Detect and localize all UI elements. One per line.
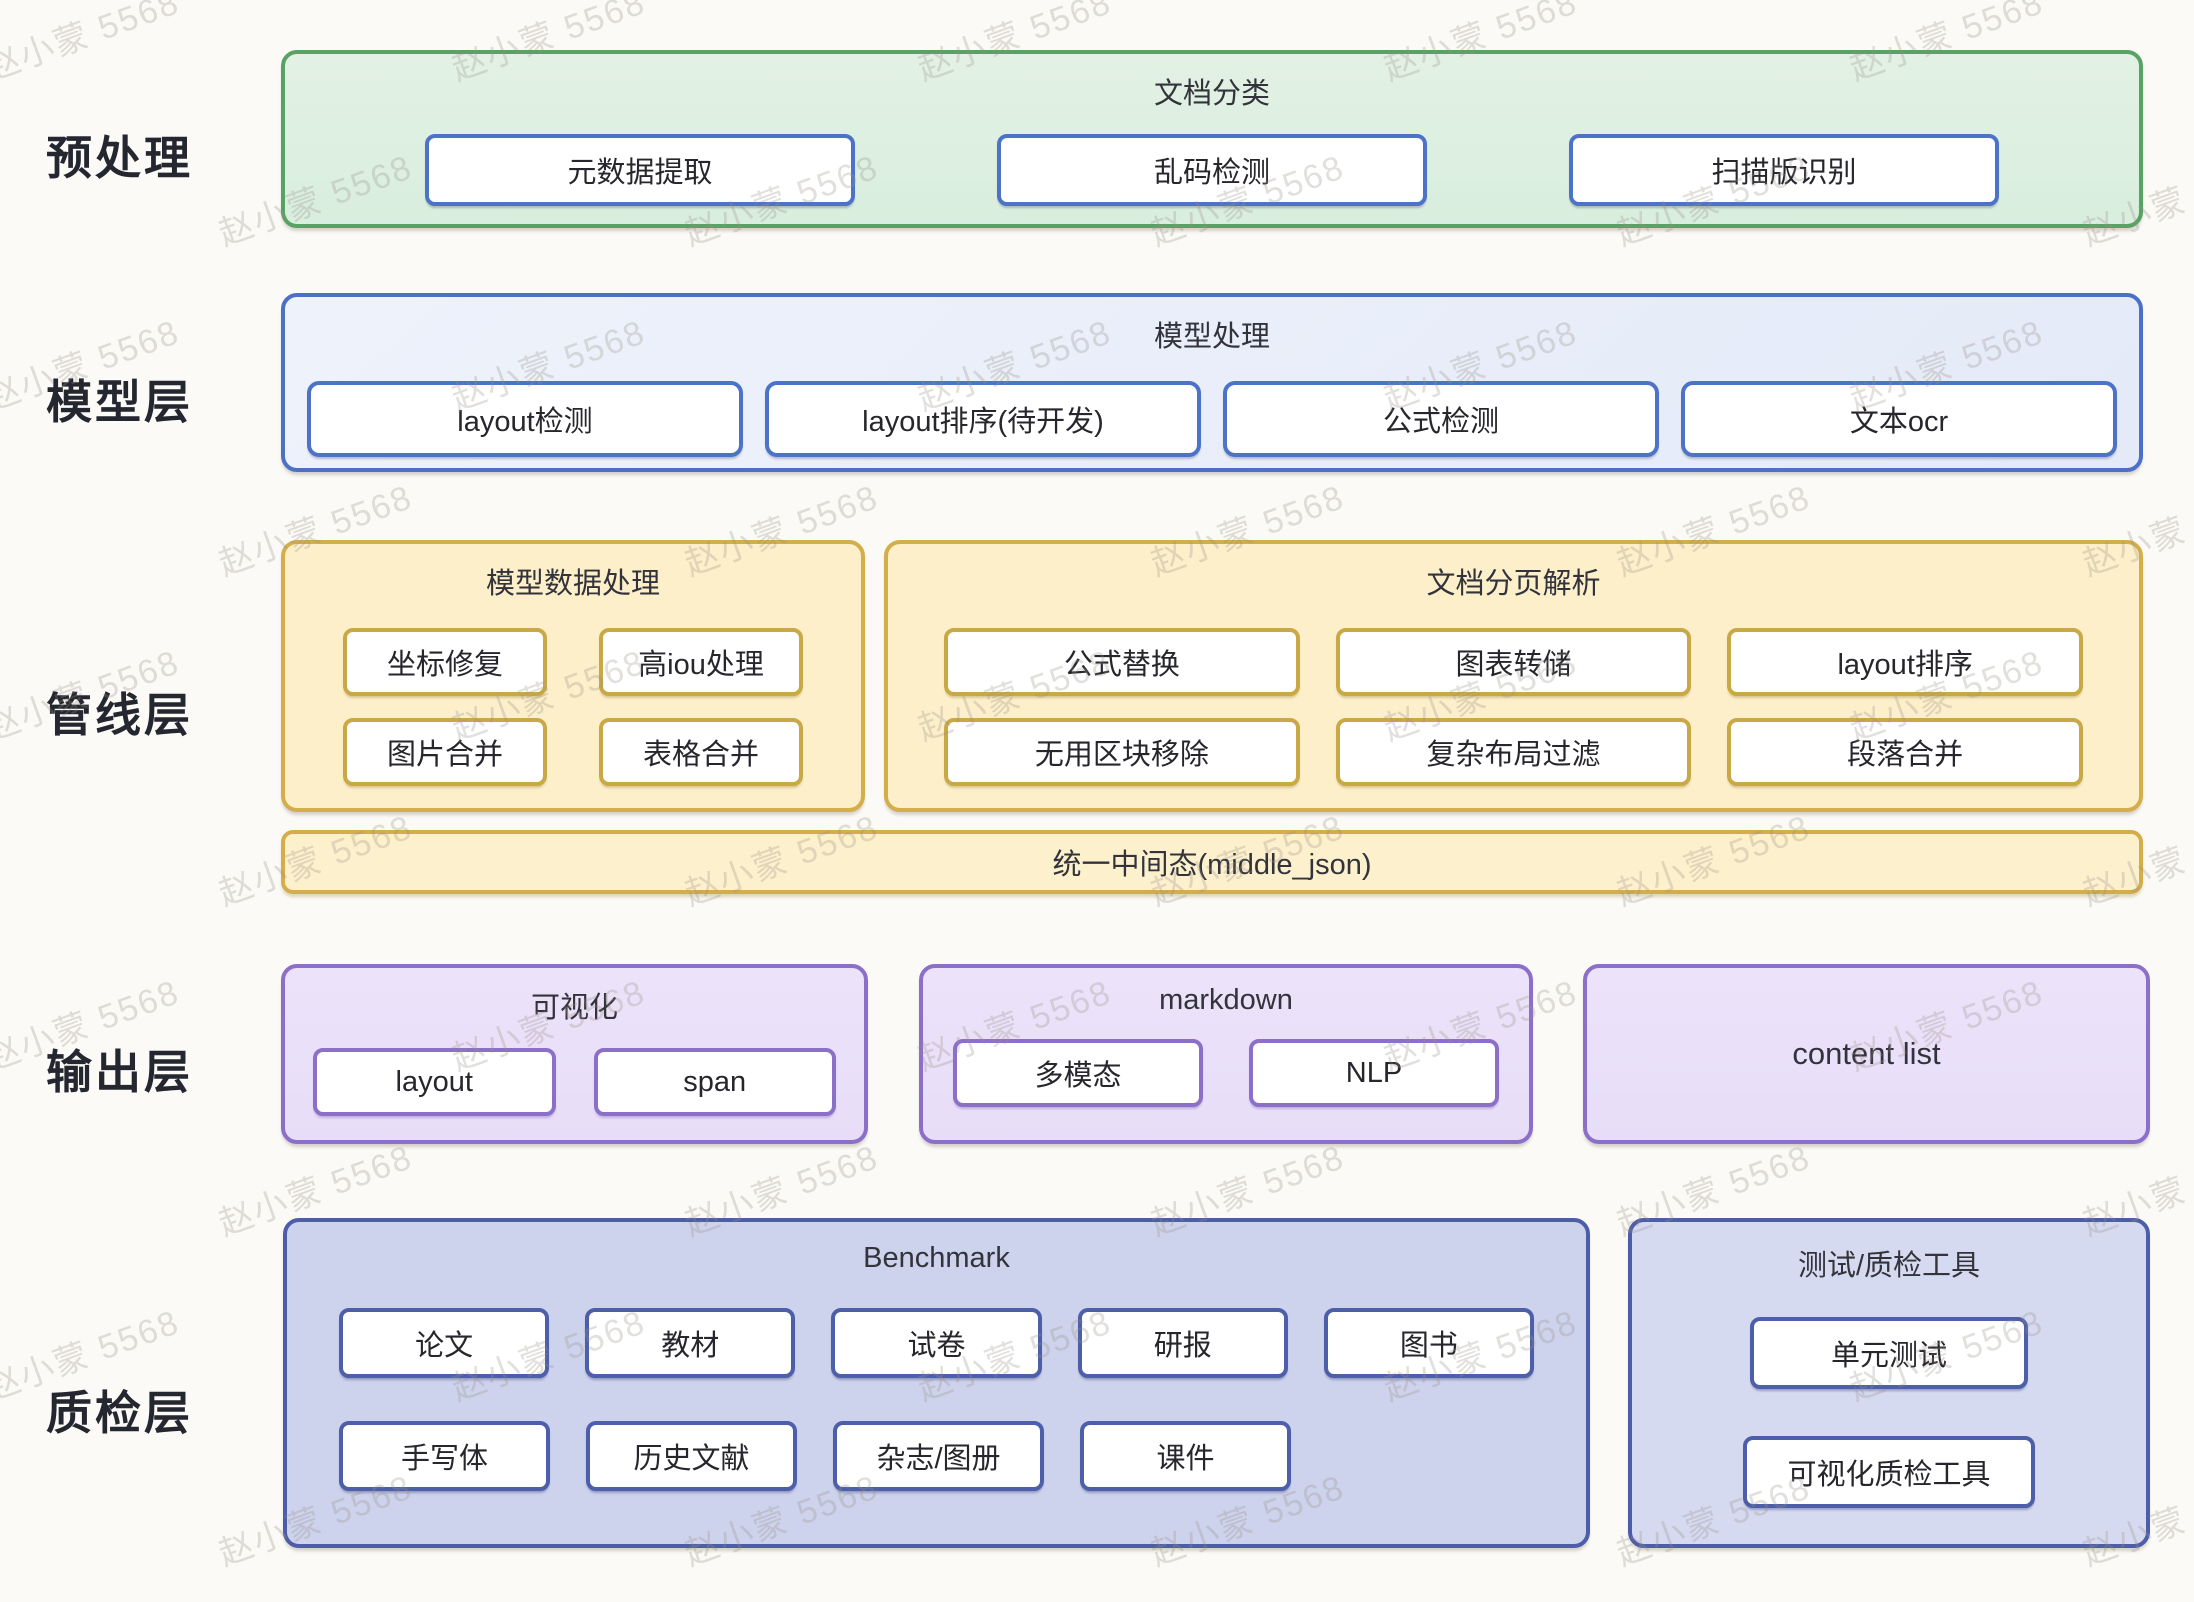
layer-label-preprocess: 预处理 [46, 132, 193, 184]
doc-classification-container: 文档分类 元数据提取 乱码检测 扫描版识别 [281, 50, 2143, 228]
qc-tools-container: 测试/质检工具 单元测试 可视化质检工具 [1628, 1218, 2150, 1548]
node-exam-papers: 试卷 [831, 1308, 1042, 1378]
qc-tools-title: 测试/质检工具 [1797, 1250, 1981, 1282]
node-table-merge: 表格合并 [599, 718, 803, 786]
middle-json-bar: 统一中间态(middle_json) [281, 830, 2143, 894]
node-research-reports: 研报 [1077, 1308, 1288, 1378]
node-garbled-text-detection: 乱码检测 [997, 134, 1427, 206]
node-historical-documents: 历史文献 [586, 1421, 797, 1491]
layer-label-output: 输出层 [46, 1046, 193, 1098]
node-text-ocr: 文本ocr [1681, 381, 2117, 457]
node-handwriting: 手写体 [339, 1421, 550, 1491]
layer-label-pipeline: 管线层 [46, 689, 193, 741]
node-layout-sorting-todo: layout排序(待开发) [765, 381, 1201, 457]
node-courseware: 课件 [1080, 1421, 1291, 1491]
markdown-title: markdown [1159, 984, 1293, 1016]
model-processing-container: 模型处理 layout检测 layout排序(待开发) 公式检测 文本ocr [281, 293, 2143, 472]
watermark-text: 赵小蒙 5568 [0, 0, 185, 89]
node-coordinate-fix: 坐标修复 [343, 628, 547, 696]
node-image-merge: 图片合并 [343, 718, 547, 786]
markdown-container: markdown 多模态 NLP [919, 964, 1533, 1144]
benchmark-container: Benchmark 论文 教材 试卷 研报 图书 手写体 历史文献 杂志/图册 … [283, 1218, 1590, 1548]
node-textbooks: 教材 [585, 1308, 796, 1378]
content-list-container: content list [1583, 964, 2150, 1144]
node-high-iou-processing: 高iou处理 [599, 628, 803, 696]
node-span-output: span [593, 1048, 836, 1116]
node-paragraph-merge: 段落合并 [1727, 718, 2084, 786]
visualization-title: 可视化 [530, 992, 618, 1024]
layer-label-qa: 质检层 [46, 1387, 193, 1439]
model-data-processing-container: 模型数据处理 坐标修复 高iou处理 图片合并 表格合并 [281, 540, 865, 812]
visualization-container: 可视化 layout span [281, 964, 868, 1144]
benchmark-title: Benchmark [863, 1242, 1010, 1274]
doc-classification-title: 文档分类 [1153, 78, 1270, 110]
layer-label-model: 模型层 [46, 376, 193, 428]
doc-page-parsing-title: 文档分页解析 [1426, 568, 1601, 600]
model-processing-title: 模型处理 [1153, 321, 1270, 353]
node-formula-replacement: 公式替换 [944, 628, 1300, 696]
node-visual-qc-tool: 可视化质检工具 [1743, 1436, 2035, 1508]
node-multimodal: 多模态 [953, 1039, 1203, 1107]
node-books: 图书 [1323, 1308, 1535, 1378]
model-data-processing-title: 模型数据处理 [485, 568, 660, 600]
node-scanned-doc-recognition: 扫描版识别 [1569, 134, 1999, 206]
node-magazines-albums: 杂志/图册 [833, 1421, 1044, 1491]
node-formula-detection: 公式检测 [1223, 381, 1659, 457]
node-papers: 论文 [339, 1308, 550, 1378]
node-layout-sorting: layout排序 [1727, 628, 2084, 696]
node-complex-layout-filter: 复杂布局过滤 [1335, 718, 1692, 786]
node-layout-output: layout [313, 1048, 556, 1116]
doc-page-parsing-container: 文档分页解析 公式替换 图表转储 layout排序 无用区块移除 复杂布局过滤 … [884, 540, 2143, 812]
node-useless-block-removal: 无用区块移除 [944, 718, 1300, 786]
node-layout-detection: layout检测 [307, 381, 743, 457]
node-nlp: NLP [1249, 1039, 1499, 1107]
content-list-title: content list [1792, 1036, 1941, 1071]
node-unit-test: 单元测试 [1750, 1317, 2028, 1389]
node-metadata-extraction: 元数据提取 [425, 134, 855, 206]
node-chart-dump: 图表转储 [1335, 628, 1692, 696]
